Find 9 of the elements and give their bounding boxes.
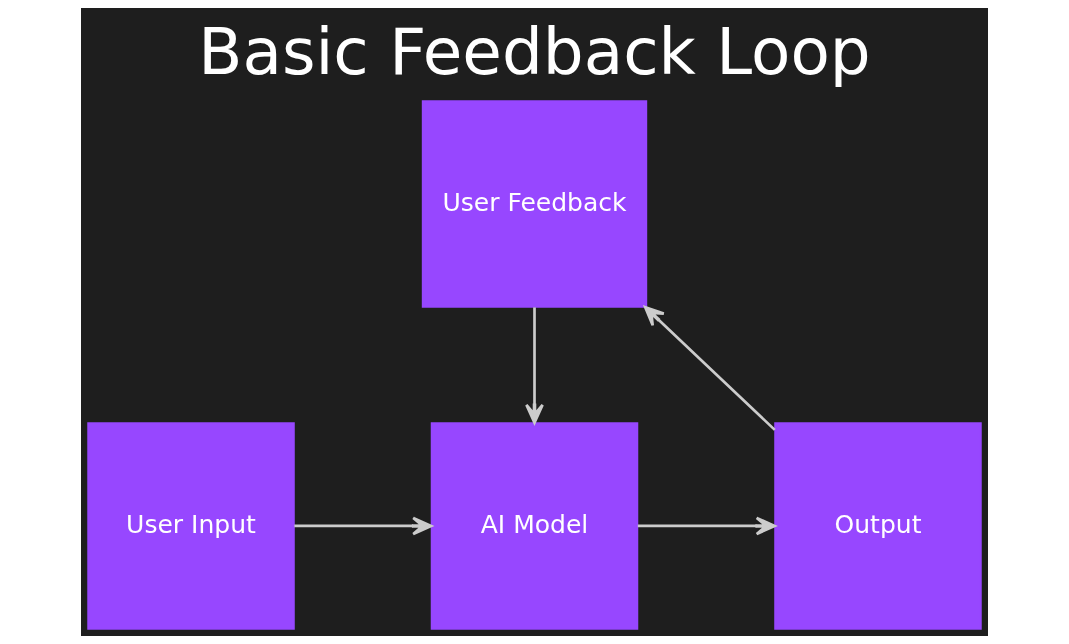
node-box: User Input <box>87 422 295 630</box>
arrow <box>294 516 433 536</box>
node-box: User Feedback <box>421 100 648 308</box>
node-box: AI Model <box>430 422 639 630</box>
arrow <box>643 305 776 431</box>
node-box: Output <box>774 422 982 630</box>
arrow <box>525 307 544 425</box>
arrow <box>637 516 776 536</box>
diagram-title: Basic Feedback Loop <box>198 13 871 89</box>
